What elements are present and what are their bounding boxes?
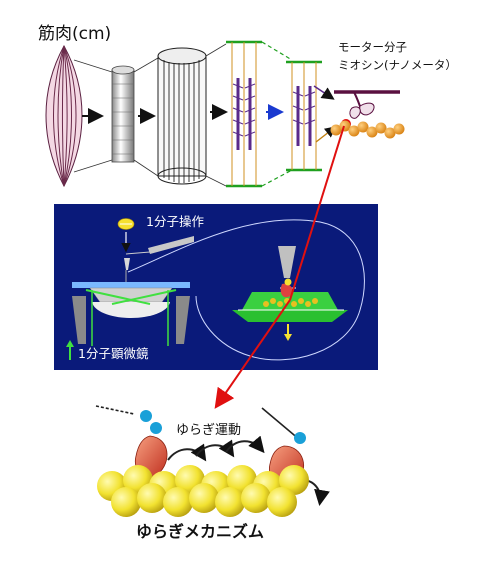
actin-filament-bottom (97, 465, 309, 517)
mechanism-title: ゆらぎメカニズム (136, 522, 265, 541)
single-molecule-manipulation-label: 1分子操作 (146, 214, 204, 229)
muscle-spindle (45, 44, 83, 188)
microscope-apparatus (66, 218, 194, 360)
connector-arrow-2 (214, 299, 291, 409)
myofibril-cylinder (133, 47, 207, 185)
fluctuation-motion-label: ゆらぎ運動 (176, 423, 242, 438)
single-molecule-microscope-label: 1分子顕微鏡 (78, 346, 149, 361)
sarcomere-zoom (286, 60, 322, 172)
motor-molecule-label: モーター分子 (338, 40, 407, 54)
connector-arrow-1 (289, 125, 345, 301)
myosin-nanometer-label: ミオシン(ナノメータ） (338, 58, 457, 72)
sarcomere (205, 40, 293, 188)
myosin-left (95, 405, 168, 478)
myosin-detail (334, 90, 400, 129)
actin-filament-top (330, 120, 405, 139)
fiber-bundle (73, 59, 135, 173)
muscle-label: 筋肉(cm) (38, 24, 112, 44)
